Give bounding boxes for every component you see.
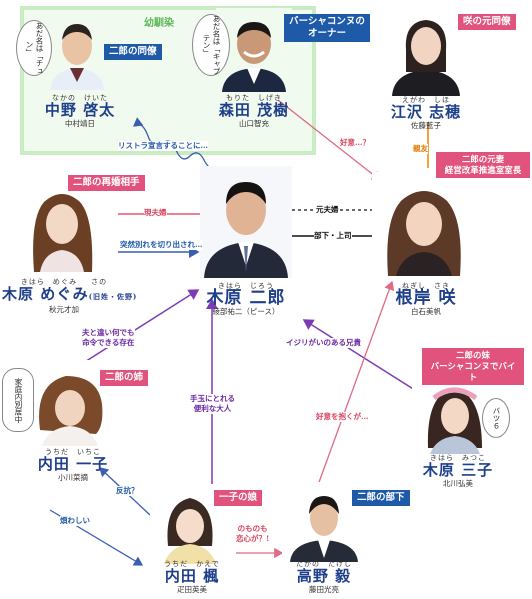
megumi-role-badge: 二郎の再婚相手 — [68, 175, 145, 191]
egawa-role-badge: 咲の元同僚 — [458, 14, 516, 30]
megumi-name: 木原 めぐみ — [2, 285, 89, 303]
jiro-name-block: きはら じろう 木原 二郎 綾部祐二（ピース） — [190, 282, 302, 317]
negishi-actor: 白石美帆 — [411, 307, 441, 316]
megumi-furigana: きはら めぐみ — [20, 278, 78, 286]
kaede-role-badge: 一子の娘 — [214, 490, 263, 506]
ex-couple-label: 元夫婦 — [316, 205, 339, 215]
nakano-bubble: あだ名は「チュン」 — [16, 20, 52, 76]
nakano-role-badge: 二郎の同僚 — [104, 44, 162, 60]
boss-label: 部下・上司 — [314, 231, 352, 241]
takano-name: 高野 毅 — [296, 567, 352, 585]
friends-label: 親友 — [413, 144, 428, 154]
nakano-name: 中野 啓太 — [44, 101, 116, 119]
kaede-actor: 疋田英美 — [177, 585, 207, 594]
morita-role-badge: バーシャコンヌのオーナー — [284, 14, 370, 42]
takano-name-block: たかの たけし 高野 毅 藤田光亮 — [280, 560, 368, 595]
negishi-photo — [372, 172, 476, 276]
ichiko-name: 内田 一子 — [37, 455, 109, 473]
restructure-label: リストラ宣言することに… — [118, 141, 208, 151]
egawa-name-block: えがわ しほ 江沢 志穂 佐藤藍子 — [384, 96, 468, 131]
convenient-label: 手玉にとれる 便利な大人 — [190, 394, 235, 414]
crush-label: 好意を抱くが… — [316, 412, 369, 422]
jiro-photo — [200, 166, 292, 278]
nakano-name-block: なかの けいた 中野 啓太 中村靖日 — [40, 94, 120, 129]
morita-name-block: もりた しげき 森田 茂樹 山口智充 — [206, 94, 302, 129]
mitsuko-name-block: きはら みつこ 木原 三子 北川弘美 — [414, 454, 502, 489]
breakup-label: 突然別れを切り出され… — [120, 240, 203, 250]
ichiko-photo — [26, 360, 112, 446]
jiro-actor: 綾部祐二（ピース） — [212, 307, 280, 316]
negishi-name-block: ねぎし さき 根岸 咲 白石美帆 — [376, 282, 476, 317]
fiance-arrow — [277, 99, 382, 181]
takano-actor: 藤田光亮 — [309, 585, 339, 594]
annoying-label: 煩わしい — [60, 516, 90, 526]
morita-actor: 山口智充 — [239, 119, 269, 128]
morita-bubble: あだ名は「キャプテン」 — [192, 14, 230, 76]
crush-arrow — [317, 280, 395, 486]
mitsuko-actor: 北川弘美 — [443, 479, 473, 488]
megumi-actor: 秋元才加 — [49, 305, 79, 314]
ichiko-role-badge: 二郎の姉 — [100, 370, 149, 386]
negishi-role-badge: 二郎の元妻 経営改革推進室室長 — [436, 152, 530, 178]
jiro-furigana: きはら じろう — [218, 282, 274, 290]
order-arrow — [79, 289, 200, 366]
mitsuko-furigana: きはら みつこ — [430, 454, 486, 462]
morita-name: 森田 茂樹 — [218, 101, 290, 119]
rebellious-label: 反抗？ — [116, 486, 139, 496]
mitsuko-role-badge: 二郎の妹 バーシャコンヌでバイト — [422, 348, 524, 385]
nakano-furigana: なかの けいた — [52, 94, 108, 102]
kaede-furigana: うちだ かえで — [164, 560, 220, 568]
egawa-name: 江沢 志穂 — [390, 103, 462, 121]
megumi-photo — [14, 178, 110, 272]
takano-role-badge: 二郎の部下 — [352, 490, 410, 506]
takano-photo — [282, 482, 366, 562]
nakano-photo — [40, 12, 114, 90]
first-love-label: のものも 恋心が？! — [236, 524, 270, 544]
megumi-name-suffix: (旧姓・佐野) — [88, 292, 138, 301]
ichiko-name-block: うちだ いちこ 内田 一子 小川菜摘 — [28, 448, 118, 483]
egawa-actor: 佐藤藍子 — [411, 121, 441, 130]
takano-furigana: たかの たけし — [296, 560, 352, 568]
morita-furigana: もりた しげき — [226, 94, 282, 102]
nakano-actor: 中村靖日 — [65, 119, 95, 128]
order-label: 夫と違い何でも 命令できる存在 — [82, 328, 135, 348]
megumi-furigana-maiden: さの — [91, 278, 108, 286]
mitsuko-bubble: バツ６ — [482, 398, 510, 438]
egawa-furigana: えがわ しほ — [402, 96, 450, 104]
fiance-label: 好意…？ — [340, 138, 370, 148]
ichiko-actor: 小川菜摘 — [58, 473, 88, 482]
jiro-name: 木原 二郎 — [206, 288, 286, 308]
egawa-photo — [384, 6, 468, 96]
ichiko-bubble: 家庭内別居中 — [2, 368, 34, 432]
teasing-label: イジリがいのある兄貴 — [286, 338, 361, 348]
kaede-name-block: うちだ かえで 内田 楓 疋田英美 — [150, 560, 234, 595]
megumi-name-block: きはら めぐみ さの 木原 めぐみ(旧姓・佐野) 秋元才加 — [2, 278, 136, 315]
group-label: 幼馴染 — [144, 18, 174, 29]
negishi-furigana: ねぎし さき — [402, 282, 450, 290]
teasing-arrow — [302, 319, 419, 393]
negishi-name: 根岸 咲 — [395, 288, 457, 308]
kaede-name: 内田 楓 — [164, 567, 220, 585]
current-couple-label: 現夫婦 — [144, 208, 167, 218]
ichiko-furigana: うちだ いちこ — [45, 448, 101, 456]
mitsuko-name: 木原 三子 — [422, 461, 494, 479]
